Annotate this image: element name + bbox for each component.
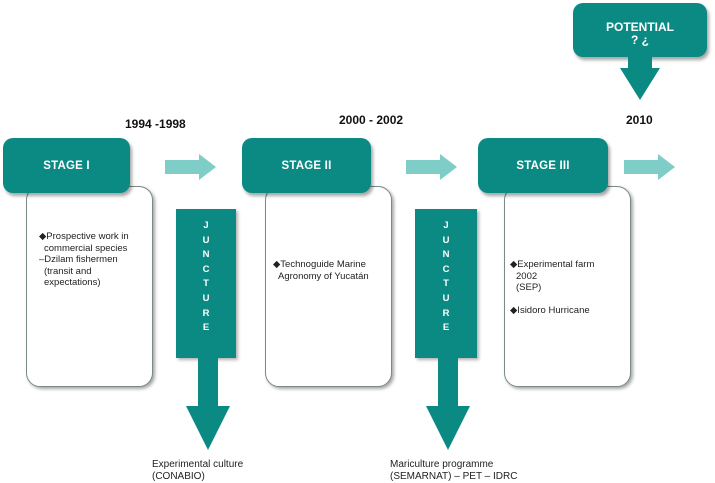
juncture-letter: J: [203, 220, 209, 231]
stage-2-text: ◆Technoguide Marine Agronomy of Yucatán: [273, 259, 369, 282]
stage-1-line: (transit and: [44, 265, 92, 277]
juncture-1-down-arrow: [186, 356, 230, 450]
juncture-1-note-line: (CONABIO): [152, 471, 205, 482]
juncture-letter: R: [202, 307, 210, 319]
juncture-letter: E: [202, 322, 210, 334]
stage-3-text: ◆Experimental farm 2002 (SEP) ◆Isidoro H…: [510, 259, 594, 316]
stage-2-card: [265, 186, 392, 387]
stage-1-line: commercial species: [44, 242, 128, 254]
juncture-2-bar: J U N C T U R E: [415, 209, 477, 358]
timeline-arrow-3: [624, 154, 675, 180]
stage-3-line: 2002: [516, 270, 538, 282]
juncture-letter: C: [202, 263, 210, 275]
juncture-letter: U: [442, 234, 450, 246]
stage-1-line: ◆Prospective work in: [39, 231, 129, 242]
juncture-letter: E: [442, 322, 450, 334]
year-label-3: 2010: [626, 113, 653, 127]
juncture-2-note: Mariculture programme (SEMARNAT) – PET –…: [390, 459, 517, 483]
juncture-2-note-line: Mariculture programme: [390, 459, 494, 470]
juncture-1-note: Experimental culture (CONABIO): [152, 459, 243, 483]
year-label-2: 2000 - 2002: [339, 113, 404, 127]
juncture-2-note-line: (SEMARNAT) – PET – IDRC: [390, 471, 518, 482]
stage-3-line: ◆Experimental farm: [510, 259, 595, 270]
juncture-letter: U: [202, 234, 210, 246]
juncture-letter: T: [203, 278, 209, 290]
potential-marks: ? ¿: [631, 33, 649, 47]
stage-3-gap: [510, 294, 594, 305]
juncture-letter: U: [202, 292, 210, 304]
juncture-letter: T: [443, 278, 449, 290]
stage-2-line: ◆Technoguide Marine: [273, 259, 366, 270]
stage-3-label: STAGE III: [478, 138, 608, 193]
juncture-letter: U: [442, 292, 450, 304]
juncture-1-bar: J U N C T U R E: [176, 209, 236, 358]
juncture-letter: C: [442, 263, 450, 275]
potential-box: POTENTIAL ? ¿: [573, 3, 707, 57]
juncture-letter: J: [443, 220, 449, 231]
potential-down-arrow: [620, 54, 660, 100]
stage-3-card: [504, 186, 631, 387]
stage-3-line: (SEP): [516, 282, 542, 293]
stage-1-label: STAGE I: [3, 138, 130, 193]
juncture-letter: N: [202, 249, 210, 261]
year-label-1: 1994 -1998: [125, 117, 186, 131]
stage-1-line: –Dzilam fishermen: [39, 254, 118, 265]
timeline-arrow-1: [165, 154, 216, 180]
stage-2-line: Agronomy of Yucatán: [278, 270, 369, 282]
juncture-1-note-line: Experimental culture: [152, 459, 244, 470]
stage-2-label: STAGE II: [242, 138, 371, 193]
juncture-letter: R: [442, 307, 450, 319]
juncture-1-letters: J U N C T U R E: [176, 219, 236, 336]
juncture-letter: N: [442, 249, 450, 261]
juncture-2-down-arrow: [426, 356, 470, 450]
juncture-2-letters: J U N C T U R E: [415, 219, 477, 336]
stage-1-line: expectations): [44, 277, 101, 288]
timeline-arrow-2: [406, 154, 457, 180]
potential-title: POTENTIAL: [606, 20, 674, 34]
stage-3-line: ◆Isidoro Hurricane: [510, 304, 590, 316]
stage-1-text: ◆Prospective work in commercial species …: [39, 231, 129, 289]
stage-1-card: [26, 186, 153, 387]
